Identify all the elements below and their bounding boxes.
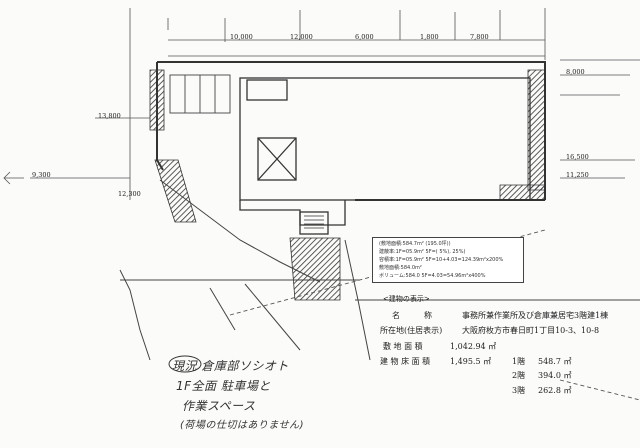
note-line-1: 現況 倉庫部ソシオト — [172, 359, 289, 373]
legend-row-2: 建蔽率:1F=05.9m² 5F=( 5%), 25%) — [379, 249, 466, 255]
building-outline — [239, 77, 531, 235]
dimension-left-1: 13,800 — [98, 112, 121, 120]
floor-3-label: 3階 — [512, 386, 526, 395]
dimension-top-2: 12,000 — [290, 33, 313, 41]
floor-1-label: 1階 — [512, 357, 526, 366]
dimension-right-1: 8,000 — [566, 68, 585, 76]
parking-bays — [169, 74, 231, 114]
note-line-2: 1F全面 駐車場と — [176, 379, 271, 393]
legend-row-3: 容積率:1F=05.9m² 5F=10+4.03=124.39m²x200% — [379, 257, 504, 263]
info-value-address: 大阪府枚方市春日町1丁目10-3、10-8 — [462, 326, 600, 335]
dimension-right-3: 11,250 — [566, 171, 589, 179]
dimension-top-3: 6,000 — [355, 33, 374, 41]
area-legend-box: (敷地面積:584.7m² (195.0坪)) 建蔽率:1F=05.9m² 5F… — [372, 237, 524, 283]
floor-3-value: 262.8 ㎡ — [538, 386, 572, 395]
dimension-right-2: 16,500 — [566, 153, 589, 161]
info-value-floor-area: 1,495.5 ㎡ — [450, 357, 492, 366]
info-value-site-area: 1,042.94 ㎡ — [450, 342, 497, 351]
floor-2-label: 2階 — [512, 371, 526, 380]
dimension-left-2: 9,300 — [32, 171, 51, 179]
dimension-top-1: 10,000 — [230, 33, 253, 41]
floor-1-value: 548.7 ㎡ — [538, 357, 572, 366]
dimension-left-3: 12,300 — [118, 190, 141, 198]
legend-row-1: (敷地面積:584.7m² (195.0坪)) — [379, 241, 451, 247]
info-value-name: 事務所兼作業所及び倉庫兼居宅3階建1棟 — [462, 311, 609, 320]
street-lines — [119, 179, 640, 361]
legend-row-5: ボリューム:584.0 5F=4.03=54.96m²x400% — [379, 273, 486, 279]
dimension-top-4: 1,800 — [420, 33, 439, 41]
stair-lines — [304, 215, 324, 229]
note-line-3: 作業スペース — [182, 399, 256, 413]
info-label-address: 所在地(住居表示) — [380, 326, 443, 335]
note-circle — [168, 355, 202, 373]
info-label-name: 名 称 — [392, 311, 432, 320]
note-line-4: (荷場の仕切はありません) — [180, 420, 305, 431]
hatched-walls — [149, 69, 546, 301]
dimension-lines — [3, 8, 640, 200]
legend-row-4: 敷地面積:584.0m² — [379, 265, 422, 271]
building-info-title: <建物の表示> — [383, 295, 430, 303]
info-label-site-area: 敷 地 面 積 — [383, 342, 423, 351]
floor-2-value: 394.0 ㎡ — [538, 371, 572, 380]
info-label-floor-area: 建 物 床 面 積 — [380, 357, 431, 366]
dimension-top-5: 7,800 — [470, 33, 489, 41]
